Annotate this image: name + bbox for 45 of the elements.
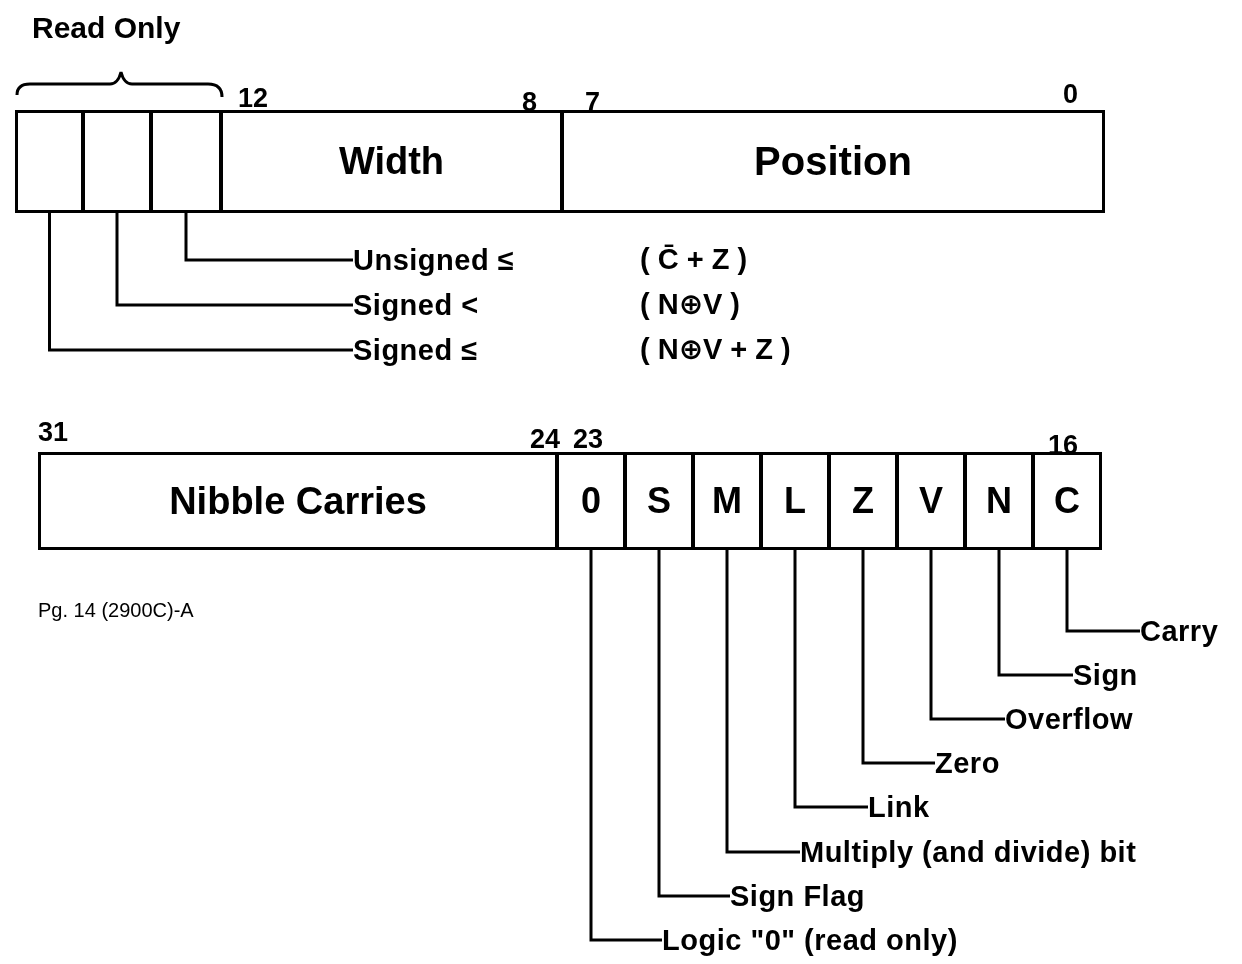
leader-line	[657, 550, 730, 898]
leader-line	[115, 213, 353, 307]
register-field: N	[964, 452, 1034, 550]
field-description: Signed <	[353, 288, 479, 322]
field-description: Multiply (and divide) bit	[800, 835, 1137, 869]
bit-number: 23	[573, 423, 604, 455]
bit-number: 31	[38, 416, 69, 448]
field-description: Zero	[935, 746, 1000, 780]
field-description: Sign	[1073, 658, 1138, 692]
bit-number: 0	[1063, 78, 1079, 110]
field-description: Logic "0" (read only)	[662, 923, 958, 957]
register-field: S	[624, 452, 694, 550]
field-description: Overflow	[1005, 702, 1134, 736]
register-field: L	[760, 452, 830, 550]
condition-formula: ( C̄ + Z )	[640, 243, 748, 275]
bit-number: 24	[530, 423, 561, 455]
annotation-text: Read Only	[32, 12, 181, 44]
register-field	[15, 110, 84, 213]
leader-line	[1065, 550, 1140, 633]
field-description: Signed ≤	[353, 333, 478, 367]
register-field	[150, 110, 222, 213]
leader-line	[997, 550, 1073, 677]
leader-line	[184, 213, 353, 262]
field-description: Carry	[1140, 614, 1219, 648]
page-reference: Pg. 14 (2900C)-A	[38, 598, 194, 623]
leader-line	[589, 550, 662, 942]
register-field: C	[1032, 452, 1102, 550]
register-field: V	[896, 452, 966, 550]
register-field: Z	[828, 452, 898, 550]
register-field: Width	[220, 110, 563, 213]
register-field: M	[692, 452, 762, 550]
field-description: Unsigned ≤	[353, 243, 515, 277]
leader-line	[793, 550, 868, 809]
condition-formula: ( N⊕V )	[640, 288, 740, 320]
register-field	[82, 110, 152, 213]
field-description: Sign Flag	[730, 879, 865, 913]
leader-line	[861, 550, 935, 765]
leader-line	[48, 213, 353, 352]
leader-line	[929, 550, 1005, 721]
field-description: Link	[868, 790, 930, 824]
register-field: Nibble Carries	[38, 452, 558, 550]
leader-line	[725, 550, 800, 854]
condition-formula: ( N⊕V + Z )	[640, 333, 791, 365]
register-field: 0	[556, 452, 626, 550]
register-field: Position	[561, 110, 1105, 213]
